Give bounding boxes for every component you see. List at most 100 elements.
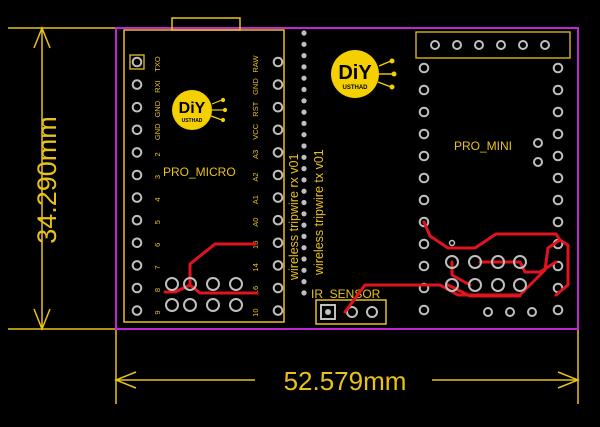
pro-micro-inner-pads: [165, 277, 243, 312]
pro-micro-pad: [131, 101, 143, 113]
pro-micro-pad: [272, 56, 284, 68]
ir-sensor-pad: [366, 306, 378, 318]
pro-micro-pad: [131, 124, 143, 136]
pro-mini-io-pad: [491, 278, 505, 292]
via: [301, 177, 307, 183]
pro-mini-right-pad: [552, 194, 564, 206]
pro-mini-bottom-pad: [505, 307, 515, 317]
diy-logo-left: DiY USTHAD: [172, 90, 228, 130]
via: [301, 279, 307, 285]
pro-micro-inner-pad: [165, 277, 179, 291]
pin-label: 5: [153, 220, 162, 224]
pro-mini-right-pad: [552, 260, 564, 272]
via-strip: [301, 30, 307, 296]
via: [301, 267, 307, 273]
pro-mini-right-pad: [552, 84, 564, 96]
pro-micro-pad: [272, 282, 284, 294]
pro-micro-pad: [272, 305, 284, 316]
pro-micro-pad: [131, 56, 143, 68]
pro-micro-pad: [272, 214, 284, 226]
pin-label: GND: [251, 78, 260, 95]
pin-label: 3: [153, 175, 162, 179]
height-dimension-label: 34.290mm: [32, 116, 62, 244]
pro-micro-pad: [131, 169, 143, 181]
pro-micro-pad: [272, 101, 284, 113]
pro-micro-pad: [131, 214, 143, 226]
pro-micro-inner-pad: [183, 298, 197, 312]
pro-mini-left-pad: [418, 172, 430, 184]
ir-sensor-pad: [346, 306, 358, 318]
logo-subtext: USTHAD: [343, 85, 369, 91]
pin-label: 9: [153, 311, 162, 315]
pin-label: 10: [251, 308, 260, 316]
logo-text: DiY: [338, 62, 372, 84]
via: [301, 30, 307, 36]
pro-mini-left-pad: [418, 106, 430, 118]
pin-label: RST: [251, 101, 260, 116]
pro-micro-inner-pad: [229, 298, 243, 312]
via: [301, 188, 307, 194]
logo-subtext: USTHAD: [182, 118, 203, 124]
via: [301, 154, 307, 160]
pin-label: A2: [251, 172, 260, 181]
pro-mini-right-pad: [552, 128, 564, 140]
pin-label: TXO: [153, 56, 162, 72]
pro-mini-header-pad: [430, 40, 440, 50]
pro-mini-module: PRO_MINI: [415, 31, 571, 316]
pin-label: 6: [153, 243, 162, 247]
via: [301, 245, 307, 251]
pro-mini-left-pad: [418, 260, 430, 272]
ir-sensor-pad: [325, 309, 331, 315]
via: [301, 222, 307, 228]
trace: [163, 242, 257, 294]
silkscreen-rx-version: wireless tripwire rx v01: [287, 154, 301, 281]
pro-mini-io-pad: [468, 278, 482, 292]
logo-text: DiY: [179, 100, 206, 117]
pro-micro-inner-pad: [206, 298, 220, 312]
pro-micro-pad: [272, 124, 284, 136]
pin-label: 14: [251, 263, 260, 271]
pro-mini-io-pad: [513, 255, 527, 269]
pro-micro-pad: [272, 169, 284, 181]
trace: [446, 283, 522, 298]
ir-sensor-pin1-pad: [320, 304, 336, 320]
pro-mini-left-pad: [418, 128, 430, 140]
pro-mini-bottom-pad: [527, 307, 537, 317]
via: [301, 143, 307, 149]
pro-mini-right-pad: [552, 172, 564, 184]
pin-label: 8: [153, 288, 162, 292]
pin-label: A3: [251, 150, 260, 159]
ir-sensor-label: IR_SENSOR: [311, 287, 381, 301]
pro-mini-left-pad: [418, 150, 430, 162]
pro-mini-left-pad: [418, 216, 430, 228]
pro-mini-left-pad: [418, 238, 430, 250]
pin-label: A0: [251, 218, 260, 227]
pro-mini-left-pad: [418, 304, 430, 316]
pro-mini-io-pad: [445, 278, 459, 292]
width-dimension-label: 52.579mm: [284, 366, 407, 396]
ir-sensor-outline: [315, 299, 387, 325]
pro-micro-pad: [272, 237, 284, 249]
pro-micro-pin1-marker: [129, 54, 145, 70]
pin-label: 2: [153, 152, 162, 156]
pro-mini-pad: [533, 157, 543, 167]
pin-label: RAW: [251, 54, 260, 72]
pro-mini-right-pad: [552, 216, 564, 228]
pro-micro-pad: [131, 260, 143, 271]
pro-micro-pad: [131, 237, 143, 249]
diy-logo-right: DiY USTHAD: [331, 50, 397, 98]
trace: [422, 220, 562, 250]
pro-micro-pad: [131, 305, 143, 316]
via: [301, 86, 307, 93]
pro-mini-header-pad: [518, 40, 528, 50]
pro-micro-pad: [131, 192, 143, 203]
via: [301, 211, 307, 217]
pro-mini-io-pad: [445, 255, 459, 269]
pro-mini-bottom-pad: [483, 307, 493, 317]
via: [301, 75, 307, 81]
silkscreen-tx-version: wireless tripwire tx v01: [312, 149, 326, 276]
via: [301, 64, 307, 70]
via: [301, 290, 307, 296]
